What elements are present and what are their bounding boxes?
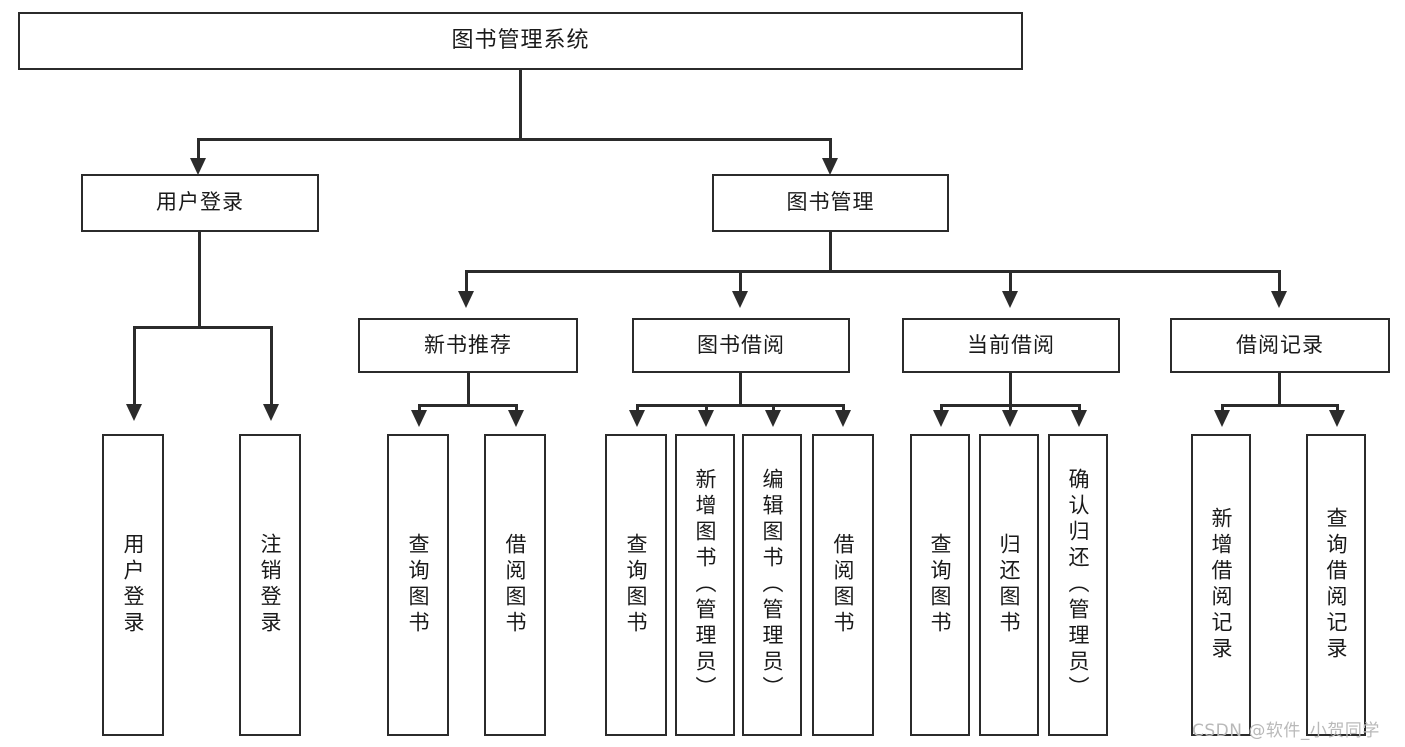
node-leaf-query-book-3[interactable]: 查询图书 [910,434,970,736]
node-new-book-recommend[interactable]: 新书推荐 [358,318,578,373]
connector-root-stem [519,70,522,140]
node-leaf-borrow-book-2[interactable]: 借阅图书 [812,434,874,736]
node-book-manage[interactable]: 图书管理 [712,174,949,232]
arrowhead-root-to-user-login [190,158,206,175]
arrowhead-new-book-to-leaf-2 [508,410,524,427]
arrowhead-user-login-to-leaf-2 [263,404,279,421]
node-leaf-user-login[interactable]: 用户登录 [102,434,164,736]
arrowhead-book-manage-to-book-borrow [732,291,748,308]
connector-book-manage-to-book-borrow [739,270,742,296]
node-leaf-borrow-book-1[interactable]: 借阅图书 [484,434,546,736]
arrowhead-book-borrow-to-leaf-1 [629,410,645,427]
arrowhead-root-to-book-manage [822,158,838,175]
connector-new-book-stem [467,373,470,406]
connector-borrow-record-bar [1222,404,1339,407]
arrowhead-borrow-record-to-leaf-1 [1214,410,1230,427]
node-leaf-return-book[interactable]: 归还图书 [979,434,1039,736]
connector-book-borrow-stem [739,373,742,406]
node-leaf-add-book[interactable]: 新增图书（管理员） [675,434,735,736]
arrowhead-book-borrow-to-leaf-4 [835,410,851,427]
connector-book-manage-to-new-book [465,270,468,296]
arrowhead-book-manage-to-new-book [458,291,474,308]
connector-book-manage-stem [829,232,832,272]
connector-book-manage-to-current-borrow [1009,270,1012,296]
node-root[interactable]: 图书管理系统 [18,12,1023,70]
node-leaf-add-record[interactable]: 新增借阅记录 [1191,434,1251,736]
arrowhead-current-borrow-to-leaf-3 [1071,410,1087,427]
connector-borrow-record-stem [1278,373,1281,406]
node-leaf-edit-book[interactable]: 编辑图书（管理员） [742,434,802,736]
arrowhead-book-borrow-to-leaf-3 [765,410,781,427]
connector-current-borrow-stem [1009,373,1012,406]
node-leaf-query-book-2[interactable]: 查询图书 [605,434,667,736]
connector-book-borrow-bar [637,404,845,407]
csdn-watermark: CSDN @软件_小贺同学 [1192,721,1380,741]
connector-user-login-bar [134,326,273,329]
node-leaf-query-book-1[interactable]: 查询图书 [387,434,449,736]
connector-root-to-user-login [197,138,200,164]
connector-user-login-stem [198,232,201,328]
connector-user-login-to-leaf-1 [133,326,136,410]
node-current-borrow[interactable]: 当前借阅 [902,318,1120,373]
arrowhead-new-book-to-leaf-1 [411,410,427,427]
arrowhead-book-borrow-to-leaf-2 [698,410,714,427]
arrowhead-borrow-record-to-leaf-2 [1329,410,1345,427]
connector-root-to-book-manage [829,138,832,164]
connector-book-manage-to-borrow-record [1278,270,1281,296]
node-leaf-query-record[interactable]: 查询借阅记录 [1306,434,1366,736]
arrowhead-current-borrow-to-leaf-2 [1002,410,1018,427]
connector-book-manage-bar [466,270,1280,273]
connector-user-login-to-leaf-2 [270,326,273,410]
connector-root-bar [198,138,831,141]
node-borrow-record[interactable]: 借阅记录 [1170,318,1390,373]
node-book-borrow[interactable]: 图书借阅 [632,318,850,373]
node-leaf-user-logout[interactable]: 注销登录 [239,434,301,736]
connector-new-book-bar [419,404,518,407]
arrowhead-current-borrow-to-leaf-1 [933,410,949,427]
arrowhead-book-manage-to-current-borrow [1002,291,1018,308]
arrowhead-book-manage-to-borrow-record [1271,291,1287,308]
node-leaf-confirm-return[interactable]: 确认归还（管理员） [1048,434,1108,736]
node-user-login[interactable]: 用户登录 [81,174,319,232]
arrowhead-user-login-to-leaf-1 [126,404,142,421]
